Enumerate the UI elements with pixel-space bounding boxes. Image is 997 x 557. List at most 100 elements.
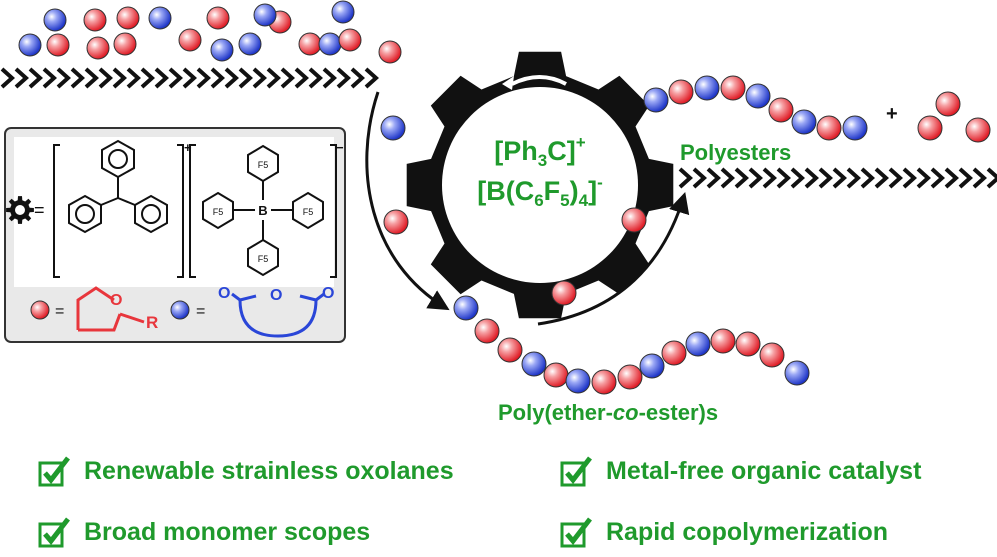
r-group: R <box>146 313 158 332</box>
chevron <box>888 167 903 189</box>
anhydride-ball <box>18 33 42 57</box>
feature-text: Broad monomer scopes <box>84 517 371 546</box>
chevron <box>692 167 707 189</box>
anhydride-oxygen: O <box>270 287 282 304</box>
oxolane-oxygen: O <box>110 292 122 309</box>
oxolane-ball <box>46 33 70 57</box>
oxolane-ball <box>621 207 647 233</box>
chevron <box>958 167 973 189</box>
cation-charge: + <box>184 140 192 155</box>
chevron <box>678 167 693 189</box>
anhydride-ball <box>643 87 669 113</box>
chevron <box>84 67 99 89</box>
f5-label: F5 <box>213 207 224 217</box>
feed-chevron-track <box>0 67 379 89</box>
small-gear-icon <box>6 196 34 224</box>
chevron <box>252 67 267 89</box>
anhydride-ball <box>210 38 234 62</box>
checkmark-icon <box>560 516 592 548</box>
chevron <box>0 67 15 89</box>
oxolane-ball <box>30 300 50 320</box>
released-oxolanes <box>917 91 991 143</box>
chevron <box>154 67 169 89</box>
oxolane-ball <box>383 209 409 235</box>
chevron <box>196 67 211 89</box>
oxolane-ball <box>617 364 643 390</box>
anhydride-ball <box>331 0 355 24</box>
oxolane-ball <box>816 115 842 141</box>
oxolane-ball <box>768 97 794 123</box>
oxolane-ball <box>378 40 402 64</box>
oxolane-ball <box>298 32 322 56</box>
anhydride-ball <box>842 115 868 141</box>
chevron <box>860 167 875 189</box>
oxolane-ball <box>661 340 687 366</box>
chevron <box>972 167 987 189</box>
product-arrow <box>537 191 690 326</box>
anhydride-ball <box>43 8 67 32</box>
anhydride-equals: = <box>196 303 205 320</box>
anhydride-ball <box>148 6 172 30</box>
f5-label: F5 <box>258 254 269 264</box>
chevron <box>210 67 225 89</box>
feature-item: Renewable strainless oxolanes <box>38 455 454 487</box>
checkmark-icon <box>38 455 70 487</box>
anhydride-ball <box>521 351 547 377</box>
anhydride-ball <box>253 3 277 27</box>
oxolane-ball <box>83 8 107 32</box>
oxolane-ball <box>759 342 785 368</box>
oxolane-ball <box>543 362 569 388</box>
anion-charge: − <box>336 140 344 155</box>
chevron <box>902 167 917 189</box>
catalyst-anion-label: [B(C6F5)4]- <box>477 173 603 210</box>
chevron <box>762 167 777 189</box>
anhydride-ball <box>784 360 810 386</box>
oxolane-ball <box>178 28 202 52</box>
polyesters-label: Polyesters <box>680 140 791 165</box>
gear-monomers <box>380 115 647 306</box>
gear-hole <box>15 205 25 215</box>
anhydride-ball <box>170 300 190 320</box>
oxolane-ball <box>735 331 761 357</box>
chevron <box>818 167 833 189</box>
legend-box: = + − B <box>4 127 346 343</box>
chevron <box>930 167 945 189</box>
chevron <box>734 167 749 189</box>
chevron <box>706 167 721 189</box>
polyester-chain <box>643 75 868 141</box>
oxolane-equals: = <box>55 303 64 320</box>
chevron <box>336 67 351 89</box>
chevron <box>126 67 141 89</box>
chevron <box>238 67 253 89</box>
oxolane-ball <box>206 6 230 30</box>
boron-atom: B <box>258 203 267 218</box>
feature-item: Rapid copolymerization <box>560 516 888 548</box>
copolymer-label: Poly(ether-co-ester)s <box>498 400 718 425</box>
catalyst-cation-label: [Ph3C]+ <box>494 133 585 170</box>
chevron <box>350 67 365 89</box>
anhydride-ball <box>318 32 342 56</box>
chevron <box>874 167 889 189</box>
feature-text: Rapid copolymerization <box>606 517 888 546</box>
chevron <box>14 67 29 89</box>
oxolane-ball <box>551 280 577 306</box>
oxolane-ball <box>935 91 961 117</box>
chevron <box>944 167 959 189</box>
oxolane-ball <box>917 115 943 141</box>
chevron <box>280 67 295 89</box>
trityl-structure <box>68 139 168 234</box>
chevron <box>70 67 85 89</box>
chevron <box>846 167 861 189</box>
feed-arrow <box>365 91 450 311</box>
chevron <box>986 167 997 189</box>
chevron <box>112 67 127 89</box>
oxolane-ball <box>591 369 617 395</box>
feature-item: Broad monomer scopes <box>38 516 370 548</box>
oxolane-ball <box>86 36 110 60</box>
chevron <box>720 167 735 189</box>
plus-sign: + <box>886 103 898 125</box>
anhydride-structure <box>231 292 325 338</box>
oxolane-ball <box>116 6 140 30</box>
chevron <box>98 67 113 89</box>
chevron <box>790 167 805 189</box>
